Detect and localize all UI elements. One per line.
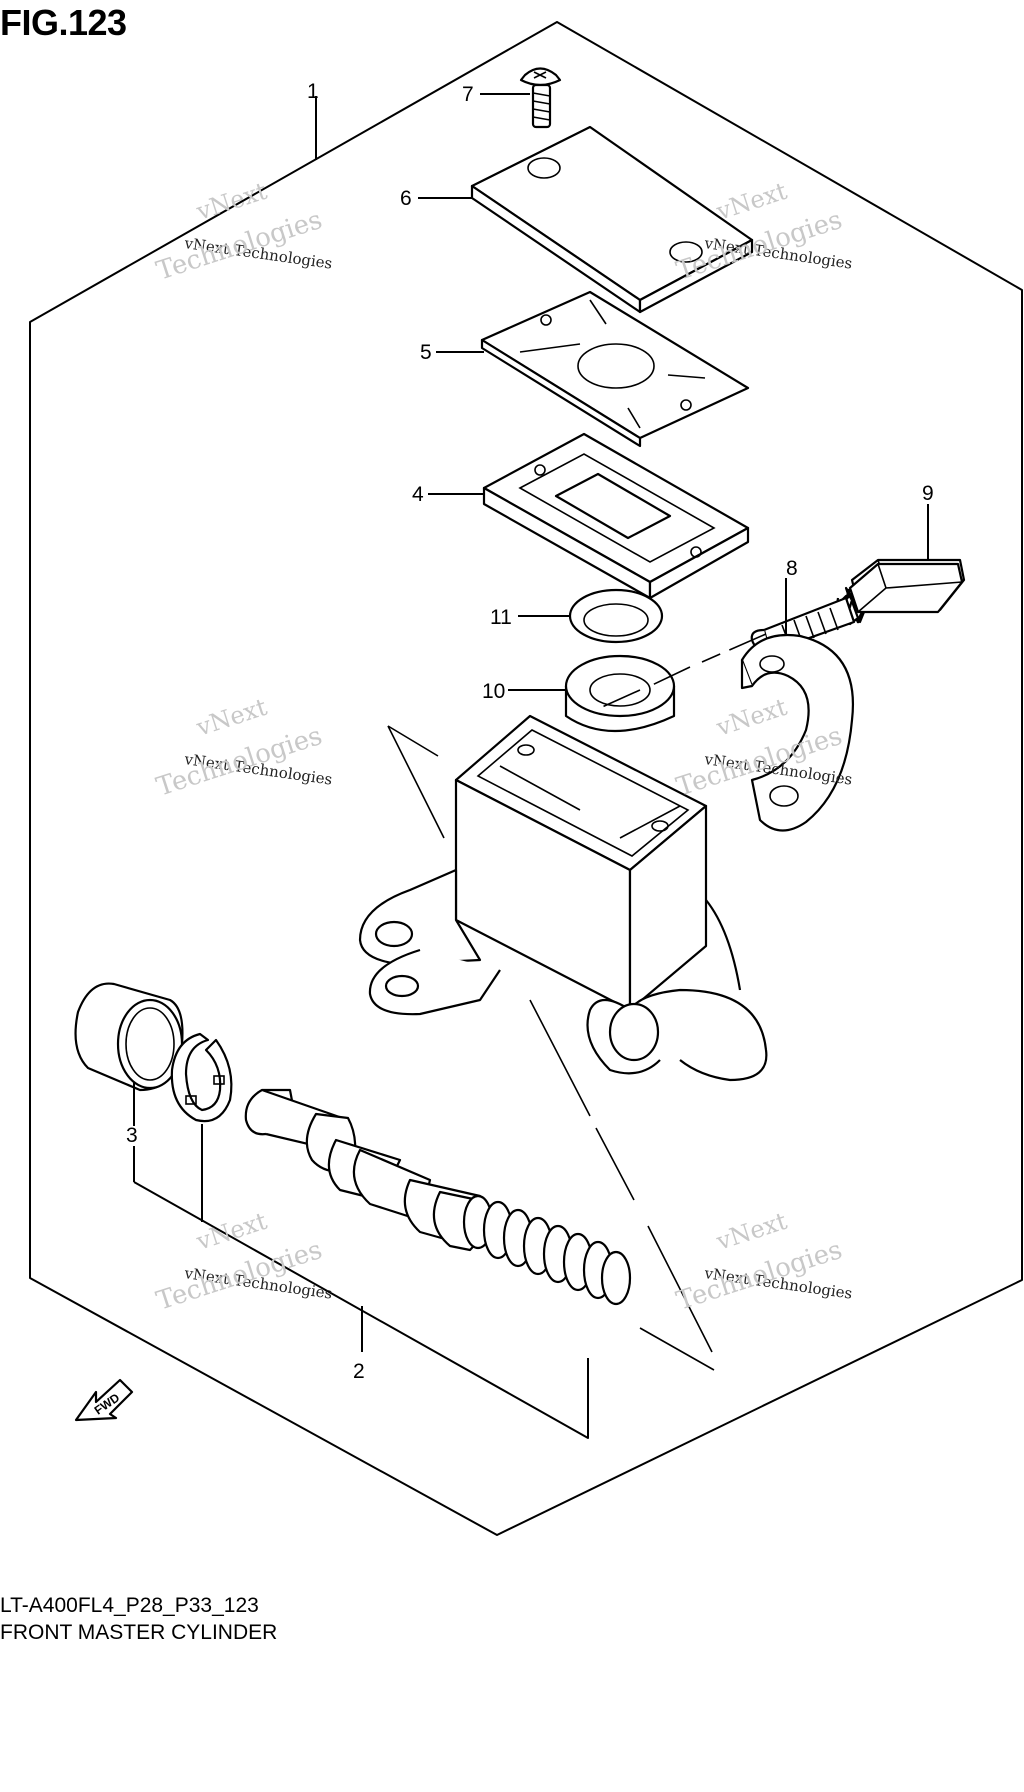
watermark-line1: vNext xyxy=(712,1207,790,1256)
watermark-line1: vNext xyxy=(192,177,270,226)
part-6-cap xyxy=(470,125,754,314)
callout-3: 3 xyxy=(126,1124,138,1147)
watermark-line3: Technologies xyxy=(153,205,326,287)
watermark-line3: Technologies xyxy=(673,1235,846,1317)
part-circlip xyxy=(170,1032,233,1123)
figure-caption: FRONT MASTER CYLINDER xyxy=(0,1621,278,1644)
leader-lines xyxy=(133,93,929,1439)
callout-6: 6 xyxy=(400,187,412,210)
figure-title: FIG.123 xyxy=(0,2,127,43)
part-11-ring xyxy=(568,588,664,644)
callout-11: 11 xyxy=(490,606,512,629)
watermark-bottom-right: vNext vNext Technologies Technologies xyxy=(673,1207,854,1317)
watermark-middle-left: vNext vNext Technologies Technologies xyxy=(153,693,334,803)
assembly-axis-line-2 xyxy=(387,725,715,1371)
watermark-top-left: vNext vNext Technologies Technologies xyxy=(153,177,334,287)
part-5-plate xyxy=(480,290,750,448)
callout-10: 10 xyxy=(482,680,505,703)
forward-direction-arrow: FWD xyxy=(74,1378,134,1422)
callout-5: 5 xyxy=(420,341,432,364)
assembly-outline xyxy=(29,21,1023,1536)
model-code: LT-A400FL4_P28_P33_123 xyxy=(0,1594,259,1617)
part-10-boot xyxy=(564,654,676,732)
callout-7: 7 xyxy=(462,83,474,106)
assembly-axis-line xyxy=(387,725,713,1353)
callout-4: 4 xyxy=(412,483,424,506)
part-3-cup xyxy=(74,982,184,1092)
part-8-clamp xyxy=(740,634,854,832)
callout-1: 1 xyxy=(307,80,319,103)
watermark-line3: Technologies xyxy=(153,721,326,803)
watermark-bottom-left: vNext vNext Technologies Technologies xyxy=(153,1207,334,1317)
part-4-diaphragm xyxy=(482,432,750,600)
callout-9: 9 xyxy=(922,482,934,505)
master-cylinder-body xyxy=(358,714,768,1082)
part-2-piston-assembly xyxy=(244,1088,632,1306)
spring xyxy=(462,1194,632,1306)
watermark-line1: vNext xyxy=(192,1207,270,1256)
watermark-line1: vNext xyxy=(192,693,270,742)
part-7-screw xyxy=(519,67,562,129)
callout-8: 8 xyxy=(786,557,798,580)
watermark-line1: vNext xyxy=(712,693,790,742)
callout-2: 2 xyxy=(353,1360,365,1383)
bolt-alignment-line xyxy=(599,633,767,709)
watermark-line1: vNext xyxy=(712,177,790,226)
